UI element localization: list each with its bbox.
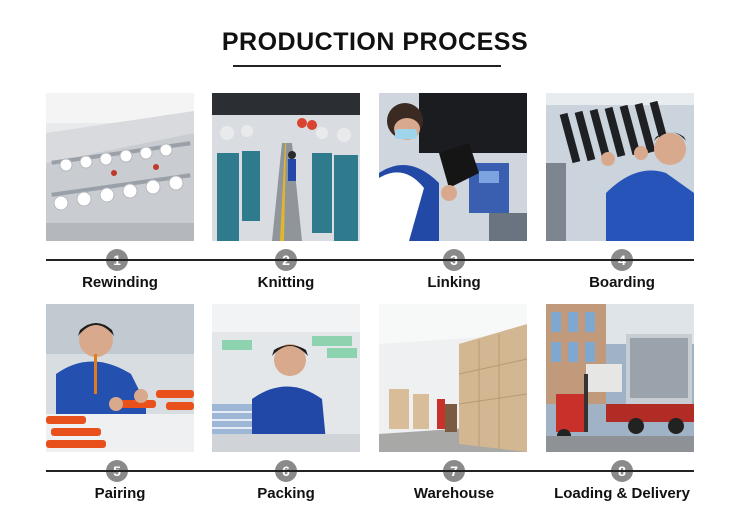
process-row-2: 5 Pairing 6 Packing: [0, 304, 750, 524]
process-row-1: 1 Rewinding 2 Knitting: [0, 93, 750, 313]
loading-truck-photo: [546, 304, 694, 452]
step-label-rewinding: Rewinding: [82, 274, 158, 291]
step-label-packing: Packing: [257, 485, 315, 502]
linking-worker-photo: [379, 93, 527, 241]
pairing-worker-photo: [46, 304, 194, 452]
step-label-boarding: Boarding: [589, 274, 655, 291]
rewinding-machines-photo: [46, 93, 194, 241]
warehouse-boxes-photo: [379, 304, 527, 452]
step-label-pairing: Pairing: [94, 485, 146, 502]
step-label-warehouse: Warehouse: [413, 485, 495, 502]
title-underline: [233, 65, 501, 67]
step-label-linking: Linking: [427, 274, 481, 291]
process-timeline-line: [46, 470, 694, 472]
process-timeline-line: [46, 259, 694, 261]
knitting-floor-photo: [212, 93, 360, 241]
step-label-loading-delivery: Loading & Delivery: [554, 485, 690, 502]
page-title: PRODUCTION PROCESS: [221, 28, 529, 56]
step-label-knitting: Knitting: [257, 274, 315, 291]
packing-worker-photo: [212, 304, 360, 452]
boarding-worker-photo: [546, 93, 694, 241]
